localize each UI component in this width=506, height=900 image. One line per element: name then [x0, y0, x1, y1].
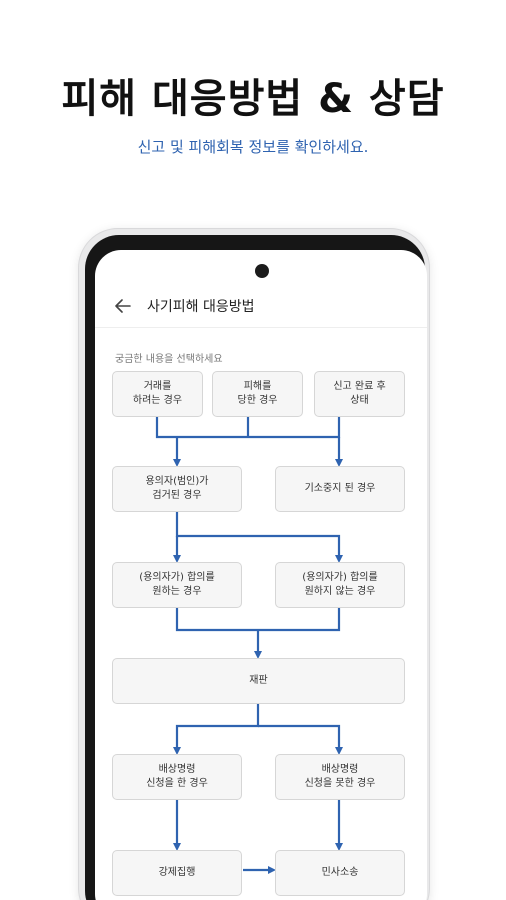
- arrow-left-icon[interactable]: [111, 294, 135, 318]
- flow-box-wants-settlement[interactable]: (용의자가) 합의를 원하는 경우: [112, 562, 242, 608]
- app-screen: 사기피해 대응방법 궁금한 내용을 선택하세요: [95, 250, 427, 900]
- flow-box-order-not-filed[interactable]: 배상명령 신청을 못한 경우: [275, 754, 405, 800]
- flow-box-order-filed[interactable]: 배상명령 신청을 한 경우: [112, 754, 242, 800]
- flow-box-suspect-arrested[interactable]: 용의자(범인)가 검거된 경우: [112, 466, 242, 512]
- flow-box-after-report[interactable]: 신고 완료 후 상태: [314, 371, 405, 417]
- connector-top-row: [155, 417, 341, 439]
- connector-arrested-split: [175, 510, 343, 563]
- connector-trial-split: [173, 702, 260, 755]
- promo-subline: 신고 및 피해회복 정보를 확인하세요.: [137, 138, 369, 156]
- flow-connectors: [155, 417, 343, 874]
- connector-settle-merge: [175, 608, 341, 656]
- page-title: 사기피해 대응방법: [147, 299, 255, 315]
- flow-box-trial[interactable]: 재판: [112, 658, 405, 704]
- flow-box-before-deal[interactable]: 거래를 하려는 경우: [112, 371, 203, 417]
- flow-box-enforcement[interactable]: 강제집행: [112, 850, 242, 896]
- phone-bezel: 사기피해 대응방법 궁금한 내용을 선택하세요: [85, 235, 427, 900]
- flow-box-civil-suit[interactable]: 민사소송: [275, 850, 405, 896]
- flow-box-no-settlement[interactable]: (용의자가) 합의를 원하지 않는 경우: [275, 562, 405, 608]
- flow-box-damaged[interactable]: 피해를 당한 경우: [212, 371, 303, 417]
- connector-to-no-order: [258, 724, 343, 755]
- guide-text: 궁금한 내용을 선택하세요: [115, 354, 223, 365]
- phone-mockup: 사기피해 대응방법 궁금한 내용을 선택하세요: [78, 228, 430, 900]
- flow-box-indictment-suspended[interactable]: 기소중지 된 경우: [275, 466, 405, 512]
- app-bar: 사기피해 대응방법: [95, 286, 427, 328]
- front-camera: [255, 264, 269, 278]
- promo-headline: 피해 대응방법 & 상담: [61, 76, 445, 122]
